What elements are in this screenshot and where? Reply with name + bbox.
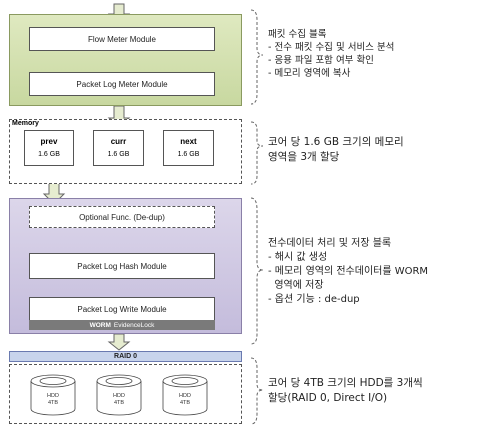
packet-log-write-module: Packet Log Write Module [29, 297, 215, 320]
memory-slot-curr: curr 1.6 GB [93, 130, 144, 166]
hdd-label: HDD 4TB [38, 393, 68, 407]
note-line: 영역에 저장 [268, 280, 324, 291]
note-line: - 전수 패킷 수집 및 서비스 분석 [268, 42, 395, 53]
hdd-icon [162, 374, 208, 416]
note-line: - 응용 파일 포함 여부 확인 [268, 55, 374, 66]
bracket-disk [250, 357, 264, 425]
hdd-label-line2: 4TB [113, 400, 125, 406]
optional-func-box: Optional Func. (De-dup) [29, 206, 215, 228]
flow-meter-module: Flow Meter Module [29, 27, 215, 51]
memory-label: Memory [12, 120, 39, 127]
memory-slot-name: prev [40, 137, 58, 146]
bracket-collect [250, 9, 264, 105]
note-memory: 코어 당 1.6 GB 크기의 메모리 영역을 3개 할당 [268, 135, 404, 165]
hdd-label-line2: 4TB [47, 400, 59, 406]
note-line: 코어 당 1.6 GB 크기의 메모리 [268, 136, 404, 148]
note-line: 패킷 수집 블록 [268, 29, 327, 40]
memory-slot-next: next 1.6 GB [163, 130, 214, 166]
note-line: - 메모리 영역의 전수데이터를 WORM [268, 266, 429, 277]
note-disk: 코어 당 4TB 크기의 HDD를 3개씩 할당(RAID 0, Direct … [268, 376, 423, 406]
packet-log-meter-module: Packet Log Meter Module [29, 72, 215, 96]
memory-slot-name: curr [110, 137, 127, 146]
memory-slot-size: 1.6 GB [177, 151, 200, 158]
note-line: - 옵션 기능 : de-dup [268, 294, 360, 305]
hdd-label: HDD 4TB [170, 393, 200, 407]
bracket-store [250, 197, 264, 345]
hdd-label-line1: HDD [113, 393, 125, 399]
worm-evidencelock-bar: WORM EvidenceLock [29, 320, 215, 330]
memory-slot-size: 1.6 GB [38, 151, 60, 158]
evidencelock-label: EvidenceLock [113, 321, 155, 329]
memory-slot-prev: prev 1.6 GB [24, 130, 74, 166]
hdd-icon [30, 374, 76, 416]
hdd-label-line2: 4TB [179, 400, 191, 406]
note-store: 전수데이터 처리 및 저장 블록 - 해시 값 생성 - 메모리 영역의 전수데… [268, 237, 428, 307]
note-line: - 메모리 영역에 복사 [268, 68, 351, 79]
arrow-purple-to-raid [107, 333, 131, 351]
note-line: 영역을 3개 할당 [268, 151, 340, 163]
note-line: 할당(RAID 0, Direct I/O) [268, 392, 388, 404]
worm-label: WORM [89, 321, 111, 329]
packet-log-hash-module: Packet Log Hash Module [29, 253, 215, 279]
hdd-label-line1: HDD [47, 393, 59, 399]
note-line: - 해시 값 생성 [268, 252, 328, 263]
hdd-label: HDD 4TB [104, 393, 134, 407]
note-line: 코어 당 4TB 크기의 HDD를 3개씩 [268, 377, 423, 389]
note-collect: 패킷 수집 블록 - 전수 패킷 수집 및 서비스 분석 - 응용 파일 포함 … [268, 28, 394, 80]
memory-slot-size: 1.6 GB [107, 151, 130, 158]
memory-slot-name: next [180, 137, 197, 146]
note-line: 전수데이터 처리 및 저장 블록 [268, 238, 392, 249]
hdd-icon [96, 374, 142, 416]
raid-label-bar: RAID 0 [9, 351, 242, 362]
hdd-label-line1: HDD [179, 393, 191, 399]
bracket-memory [250, 121, 264, 185]
